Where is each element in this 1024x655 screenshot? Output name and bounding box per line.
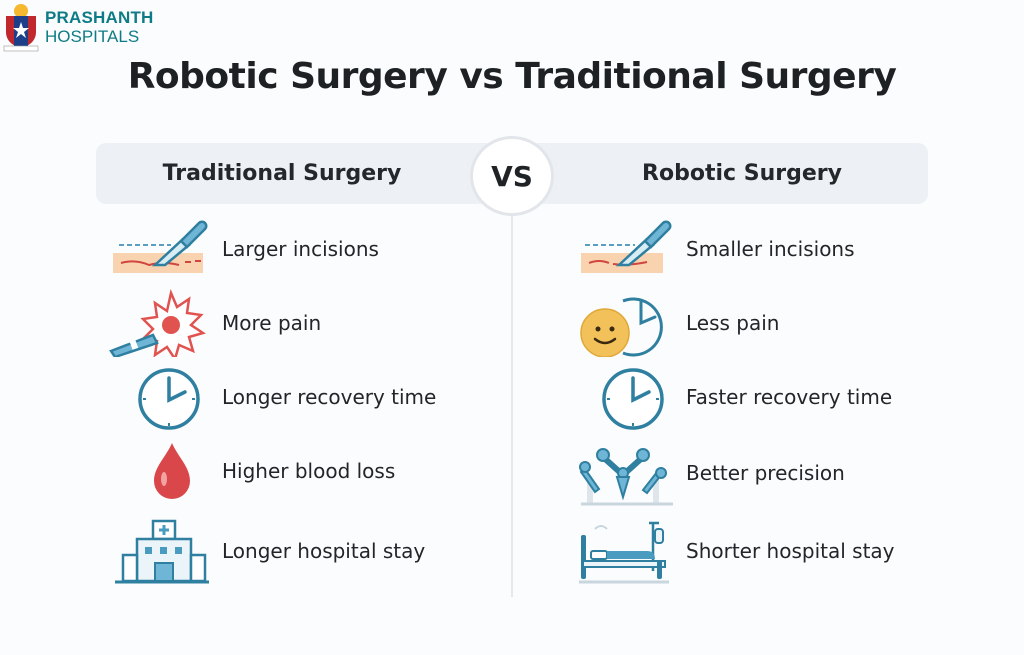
brand-name: PRASHANTH xyxy=(45,8,154,27)
list-item-longer-hospital-stay: Longer hospital stay xyxy=(104,516,425,586)
list-item-more-pain: More pain xyxy=(104,288,321,358)
list-item-better-precision: Better precision xyxy=(568,438,845,508)
scalpel-incision-icon xyxy=(104,214,214,284)
vs-badge: VS xyxy=(470,136,554,216)
item-label: Less pain xyxy=(686,311,780,335)
column-divider xyxy=(511,216,513,597)
blood-drop-icon xyxy=(104,436,214,506)
item-label: Shorter hospital stay xyxy=(686,539,895,563)
list-item-longer-recovery: Longer recovery time xyxy=(104,362,436,432)
hospital-building-icon xyxy=(104,516,214,586)
traditional-surgery-heading: Traditional Surgery xyxy=(162,161,402,186)
item-label: Larger incisions xyxy=(222,237,379,261)
clock-icon xyxy=(104,362,214,432)
list-item-shorter-hospital-stay: Shorter hospital stay xyxy=(568,516,895,586)
item-label: Better precision xyxy=(686,461,845,485)
clock-icon xyxy=(568,362,678,432)
hospital-bed-icon xyxy=(568,516,678,586)
list-item-larger-incisions: Larger incisions xyxy=(104,214,379,284)
item-label: Smaller incisions xyxy=(686,237,855,261)
brand-subtitle: HOSPITALS xyxy=(45,27,140,46)
list-item-smaller-incisions: Smaller incisions xyxy=(568,214,855,284)
list-item-faster-recovery: Faster recovery time xyxy=(568,362,892,432)
robotic-surgery-heading: Robotic Surgery xyxy=(642,161,842,186)
item-label: Faster recovery time xyxy=(686,385,893,409)
item-label: Longer recovery time xyxy=(222,385,437,409)
smiley-clock-icon xyxy=(568,288,678,358)
scalpel-incision-icon xyxy=(568,214,678,284)
item-label: Higher blood loss xyxy=(222,459,396,483)
hospital-crest-icon xyxy=(3,4,39,52)
list-item-less-pain: Less pain xyxy=(568,288,779,358)
robotic-arms-icon xyxy=(568,438,678,508)
item-label: Longer hospital stay xyxy=(222,539,426,563)
pain-burst-icon xyxy=(104,288,214,358)
vs-label: VS xyxy=(491,159,533,193)
page-title: Robotic Surgery vs Traditional Surgery xyxy=(127,56,897,97)
brand-logo: PRASHANTH HOSPITALS xyxy=(2,2,154,52)
list-item-higher-blood-loss: Higher blood loss xyxy=(104,436,395,506)
item-label: More pain xyxy=(222,311,322,335)
